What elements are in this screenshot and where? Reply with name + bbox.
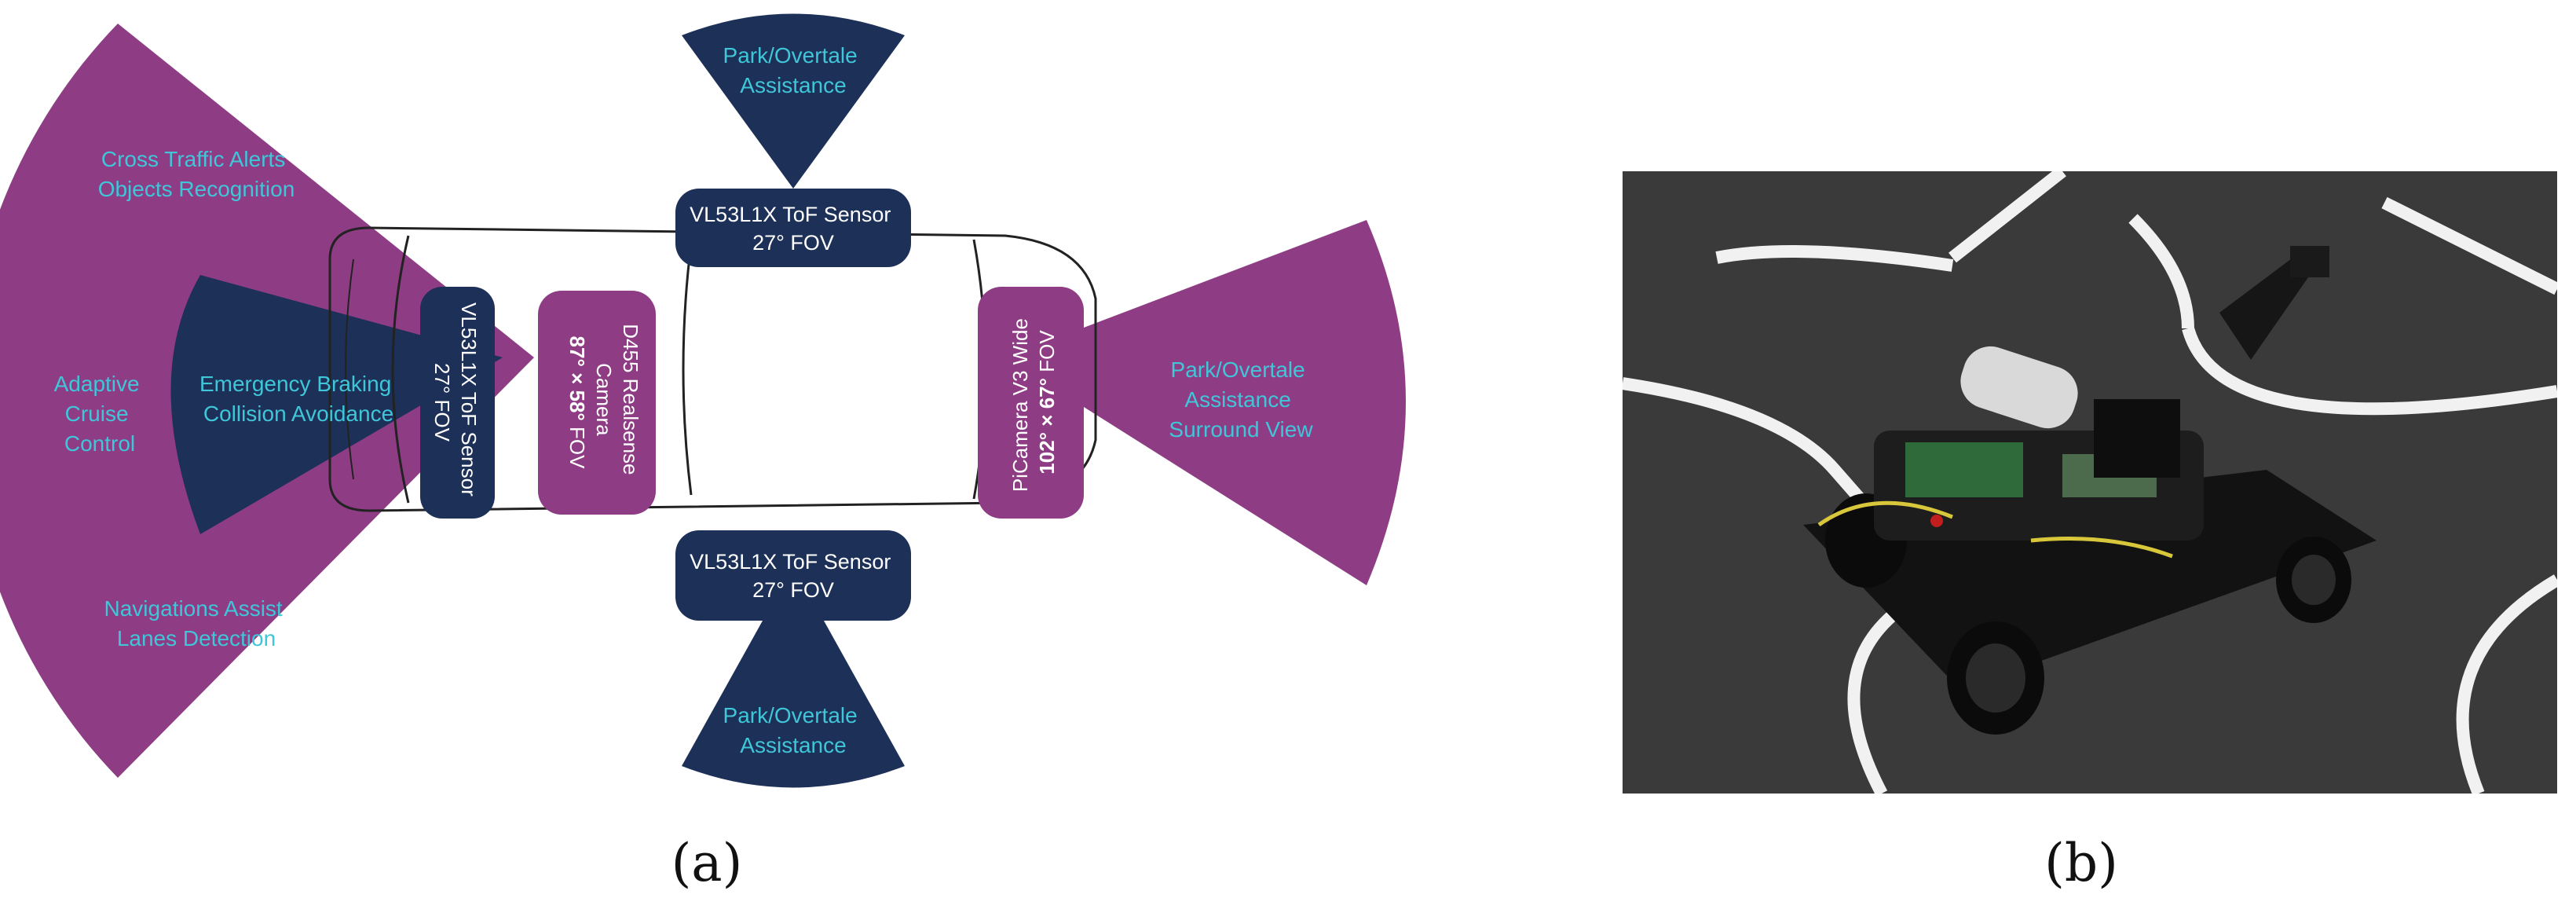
rear-coverage-zone: [1005, 220, 1406, 585]
bottom-tof-box: [675, 530, 911, 621]
front-tof-box: [420, 287, 495, 519]
bottom-tof-text: VL53L1X ToF Sensor 27° FOV: [690, 550, 897, 602]
emergency-braking-zone: [170, 275, 503, 534]
top-park-text: Park/Overtale Assistance: [723, 43, 864, 97]
front-tof-text: VL53L1X ToF Sensor 27° FOV: [430, 302, 481, 502]
navigation-assist-text: Navigations Assist Lanes Detection: [104, 596, 289, 651]
picamera-box: [978, 287, 1084, 519]
track-lines: [1623, 171, 2557, 794]
top-park-zone: [682, 13, 905, 189]
cross-traffic-text: Cross Traffic Alerts Objects Recognition: [98, 147, 295, 201]
robot-car-photo: [1623, 171, 2557, 794]
bottom-park-text: Park/Overtale Assistance: [723, 703, 864, 757]
top-tof-text: VL53L1X ToF Sensor 27° FOV: [690, 203, 897, 255]
d455-camera-box: [538, 291, 656, 515]
panel-a-label: (a): [671, 833, 743, 893]
sensor-coverage-diagram: Cross Traffic Alerts Objects Recognition…: [0, 13, 1406, 788]
d455-camera-text: D455 Realsense Camera 87° × 58° FOV: [565, 324, 642, 480]
robot-car: [1803, 246, 2377, 735]
adaptive-cruise-text: Adaptive Cruise Control: [54, 372, 146, 456]
emergency-braking-text: Emergency Braking Collision Avoidance: [199, 372, 397, 426]
bottom-park-zone: [682, 566, 905, 788]
panel-b-label: (b): [2044, 833, 2118, 893]
top-tof-box: [675, 189, 911, 267]
car-outline: [328, 226, 1097, 512]
rear-park-text: Park/Overtale Assistance Surround View: [1169, 357, 1313, 442]
picamera-text: PiCamera V3 Wide 102° × 67° FOV: [1008, 313, 1059, 492]
